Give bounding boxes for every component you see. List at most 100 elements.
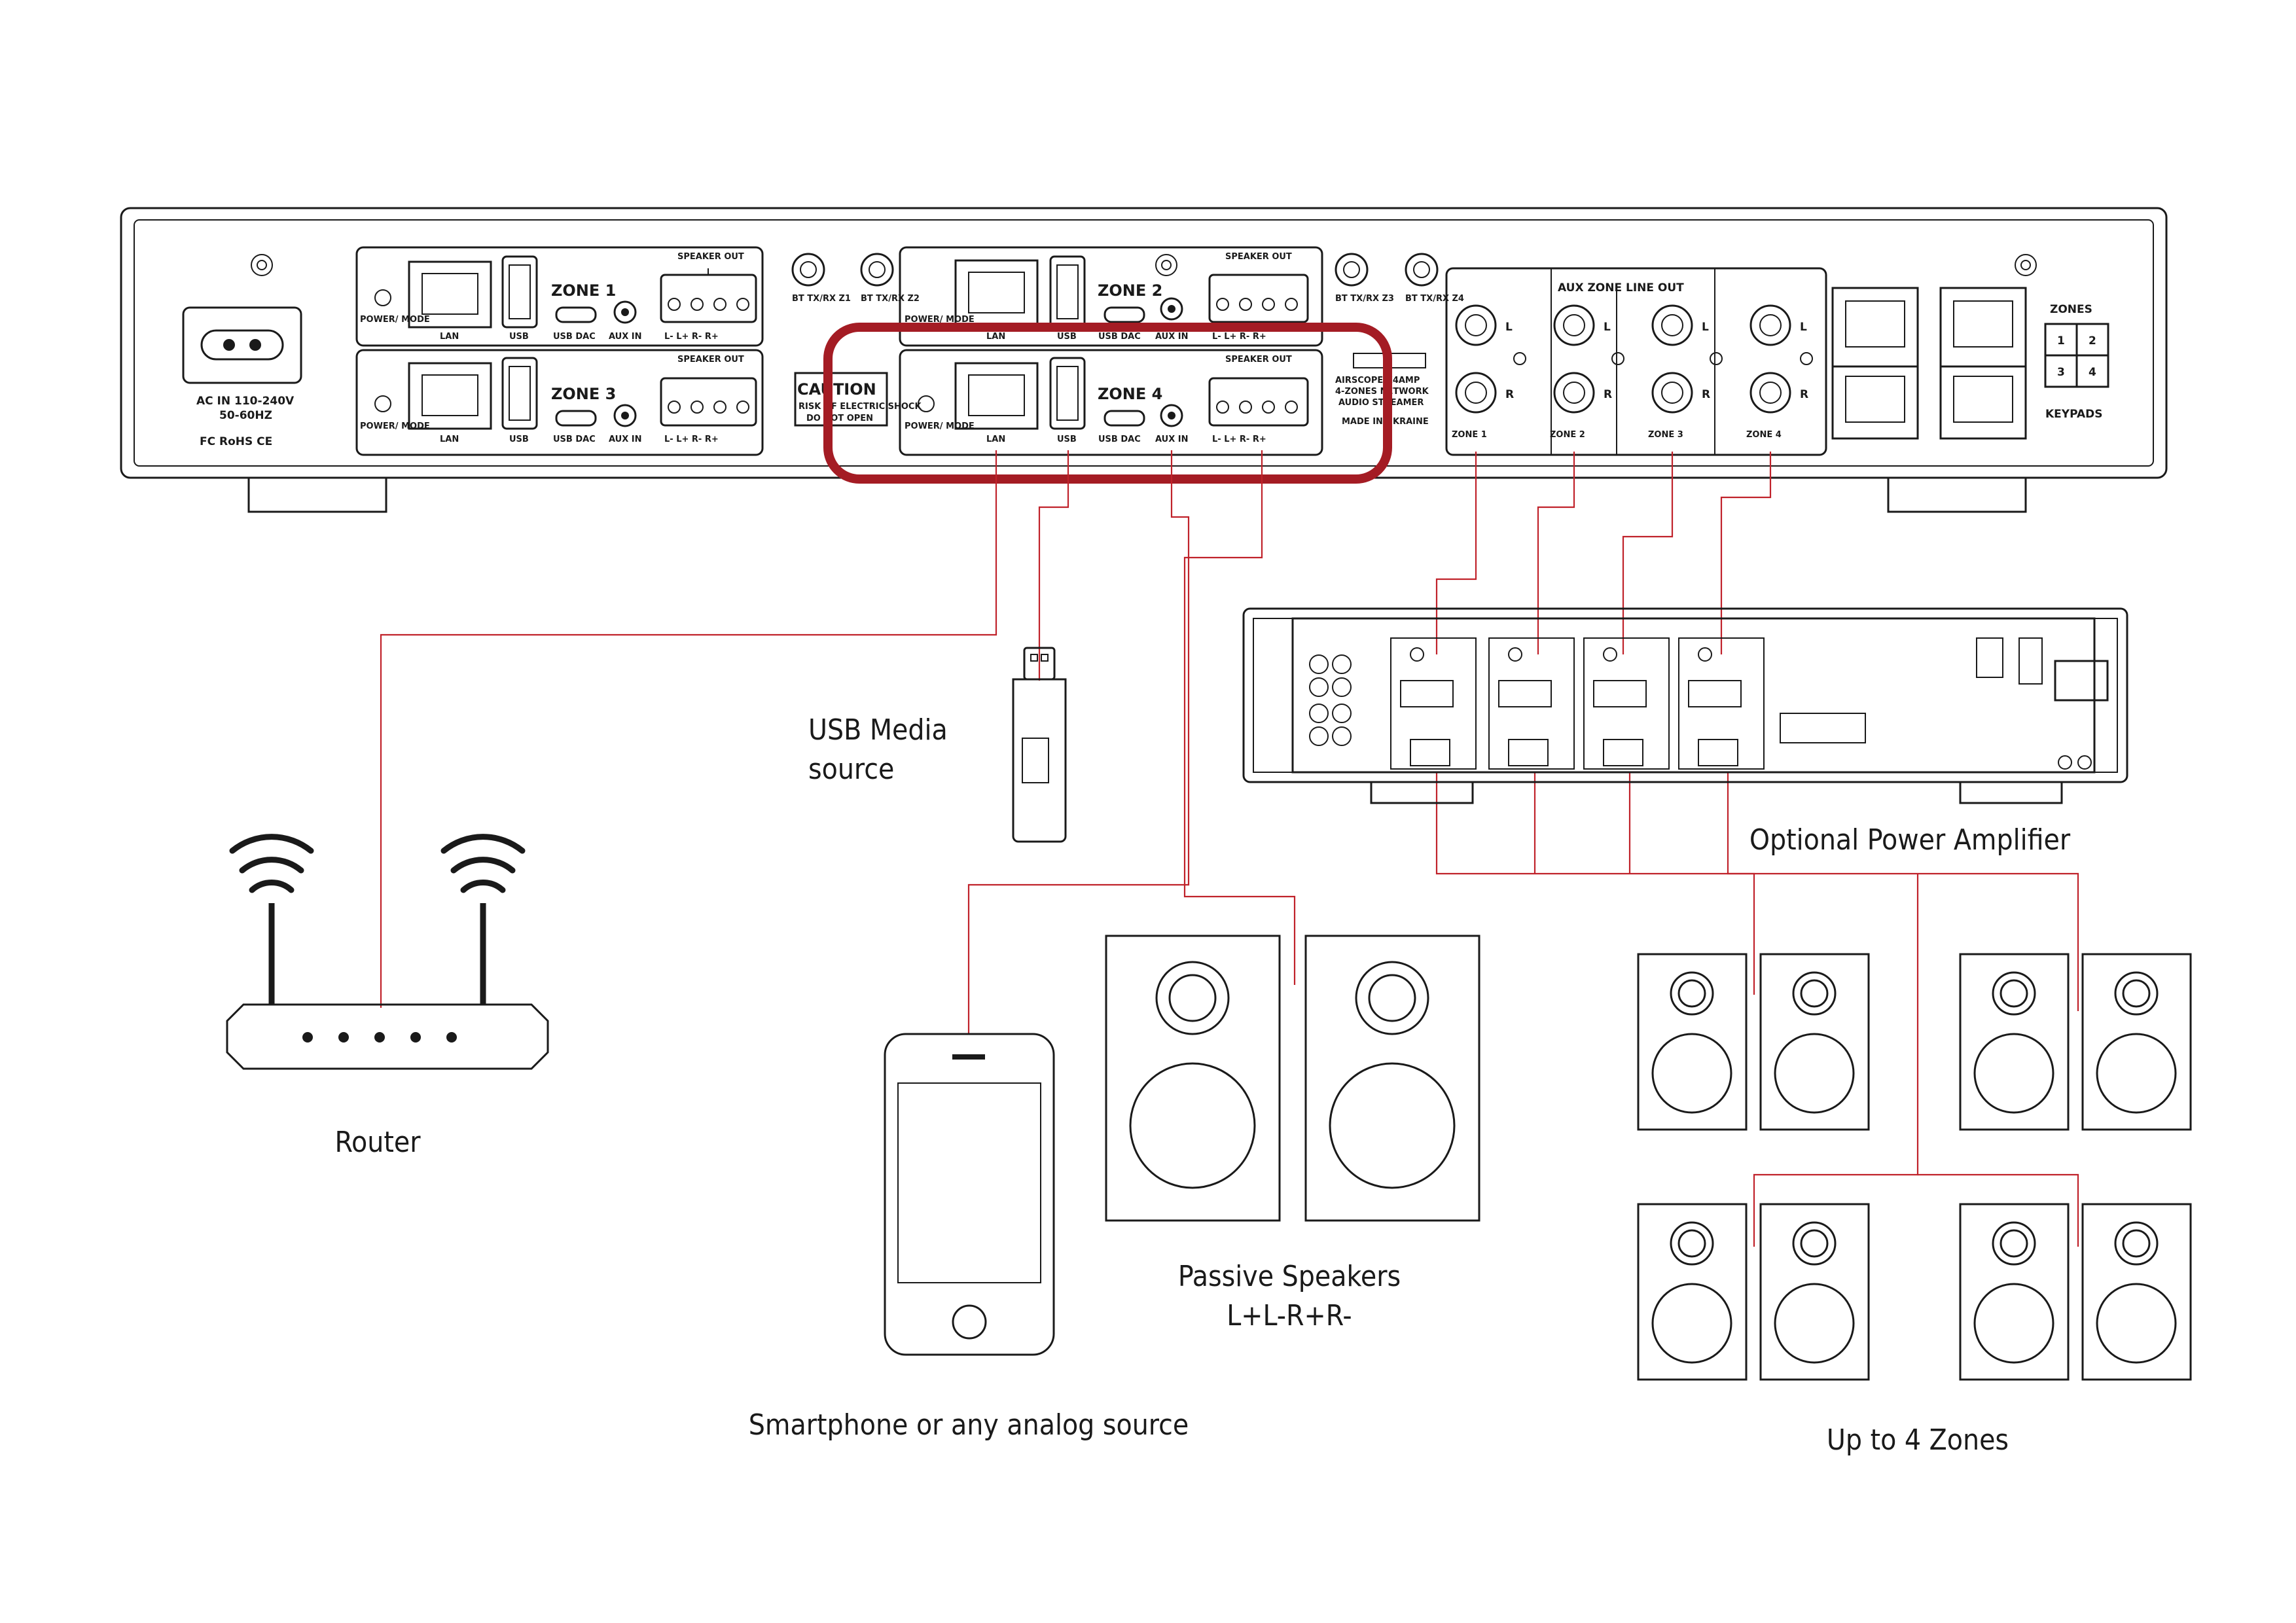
zone2-module: POWER/ MODE LAN USB ZONE 2 USB DAC AUX I…	[899, 246, 1323, 347]
usb-dac-port	[555, 306, 597, 323]
aux-zone-label: ZONE 2	[1550, 430, 1585, 440]
keypad-number: 4	[2089, 366, 2096, 379]
bt-antenna-z2: BT TX/RX Z2	[860, 253, 920, 304]
usb-port	[1049, 357, 1086, 430]
usb-dac-label: USB DAC	[553, 435, 596, 444]
l-label: L	[1800, 321, 1807, 334]
lan-port	[954, 362, 1039, 430]
amplifier-label: Optional Power Amplifier	[1749, 823, 2071, 857]
speaker-terminal	[1208, 377, 1309, 427]
lan-label: LAN	[440, 435, 459, 444]
aux-in-label: AUX IN	[1155, 435, 1188, 444]
zone-name: ZONE 4	[1098, 385, 1162, 403]
bt-label: BT TX/RX Z4	[1405, 294, 1464, 304]
usb-dac-label: USB DAC	[1098, 435, 1141, 444]
keypads-legend: ZONES 1 2 3 4 KEYPADS	[2044, 303, 2109, 421]
usb-label: USB	[1057, 435, 1077, 444]
bt-antenna-z4: BT TX/RX Z4	[1405, 253, 1464, 304]
model-line2: 4-ZONES NETWORK	[1335, 387, 1429, 397]
bt-label: BT TX/RX Z2	[861, 294, 920, 304]
power-rating: AC IN 110-240V	[196, 395, 295, 408]
zone-speaker	[2081, 953, 2192, 1131]
aux-in-label: AUX IN	[1155, 332, 1188, 342]
amp-inputs	[1309, 654, 1352, 746]
zone-name: ZONE 2	[1098, 281, 1162, 300]
model-label: AIRSCOPE X4AMP 4-ZONES NETWORK AUDIO STR…	[1335, 353, 1429, 427]
power-mode-label: POWER/ MODE	[905, 315, 975, 325]
usb-port	[1049, 255, 1086, 329]
l-label: L	[1604, 321, 1611, 334]
keypad-number: 3	[2057, 366, 2065, 379]
usb-dac-port	[1103, 306, 1145, 323]
power-button-icon	[374, 395, 391, 412]
l-label: L	[1702, 321, 1709, 334]
passive-speaker-left	[1105, 935, 1281, 1222]
cert-marks: FC RoHS CE	[200, 435, 272, 448]
aux-zone-label: ZONE 4	[1746, 430, 1782, 440]
caution-line2: DO NOT OPEN	[806, 414, 873, 423]
zone3-module: POWER/ MODE LAN USB ZONE 3 USB DAC AUX I…	[355, 349, 764, 456]
lan-label: LAN	[986, 332, 1005, 342]
usb-label: USB	[509, 435, 529, 444]
lan-port	[408, 362, 492, 430]
streamer-device: AC IN 110-240V 50-60HZ FC RoHS CE POWER/…	[120, 207, 2168, 513]
bt-label: BT TX/RX Z3	[1335, 294, 1394, 304]
amp-foot	[1370, 781, 1474, 804]
r-label: R	[1505, 388, 1514, 401]
passive-speaker-right	[1304, 935, 1480, 1222]
zone4-highlight	[823, 323, 1392, 484]
usb-port	[501, 357, 538, 430]
aux-zone-label: ZONE 1	[1452, 430, 1487, 440]
zone-speaker	[1759, 1203, 1870, 1381]
caution-title: CAUTION	[797, 380, 876, 399]
zone4-module: POWER/ MODE LAN USB ZONE 4 USB DAC AUX I…	[899, 349, 1323, 456]
usb-label: USB	[509, 332, 529, 342]
passive-speakers-label: Passive Speakers	[1178, 1260, 1401, 1293]
aux-line-out-title: AUX ZONE LINE OUT	[1558, 281, 1684, 294]
aux-in-jack	[1160, 297, 1183, 321]
r-label: R	[1604, 388, 1612, 401]
zone1-module: POWER/ MODE LAN USB ZONE 1 USB DAC AUX I…	[355, 246, 764, 347]
amp-caution-label	[1780, 713, 1866, 743]
aux-zone-label: ZONE 3	[1648, 430, 1683, 440]
zone-speaker	[2081, 1203, 2192, 1381]
aux-in-label: AUX IN	[609, 332, 641, 342]
keypads-title: ZONES	[2050, 303, 2092, 316]
bt-antenna-z3: BT TX/RX Z3	[1335, 253, 1394, 304]
keypads-footer: KEYPADS	[2045, 408, 2103, 421]
power-mode-label: POWER/ MODE	[360, 315, 430, 325]
model-line1: AIRSCOPE X4AMP	[1335, 376, 1420, 385]
speaker-out-label: SPEAKER OUT	[677, 355, 744, 365]
terminal-labels: L- L+ R- R+	[664, 435, 719, 444]
caution-label: CAUTION RISK OF ELECTRIC SHOCK DO NOT OP…	[794, 372, 922, 427]
usb-dac-port	[1103, 410, 1145, 427]
speaker-terminal	[1208, 274, 1309, 323]
model-line3: AUDIO STREAMER	[1338, 398, 1424, 408]
screw-icon	[251, 254, 2037, 276]
connection-wires	[380, 450, 2079, 1247]
power-button-icon	[374, 289, 391, 306]
router-icon	[226, 834, 549, 1070]
usb-dac-label: USB DAC	[553, 332, 596, 342]
bt-antenna-z1: BT TX/RX Z1	[791, 253, 851, 304]
rca-jacks	[1455, 304, 1813, 414]
lan-port	[408, 260, 492, 329]
power-amplifier	[1242, 607, 2128, 804]
usb-label: USB	[1057, 332, 1077, 342]
r-label: R	[1702, 388, 1710, 401]
power-inlet: AC IN 110-240V 50-60HZ FC RoHS CE	[182, 306, 302, 448]
zone-speaker	[1637, 953, 1748, 1131]
amp-foot	[1959, 781, 2063, 804]
passive-speakers-wiring-label: L+L-R+R-	[1227, 1299, 1352, 1332]
power-mode-label: POWER/ MODE	[905, 421, 975, 431]
zone-speaker	[1637, 1203, 1748, 1381]
speaker-out-label: SPEAKER OUT	[1225, 355, 1292, 365]
zone-speakers	[1637, 953, 2192, 1381]
aux-in-jack	[613, 404, 637, 427]
aux-in-jack	[1160, 404, 1183, 427]
power-button-icon	[918, 395, 935, 412]
usb-source-label-line2: source	[808, 753, 894, 786]
usb-dac-port	[555, 410, 597, 427]
keypad-ports	[1831, 287, 2027, 440]
